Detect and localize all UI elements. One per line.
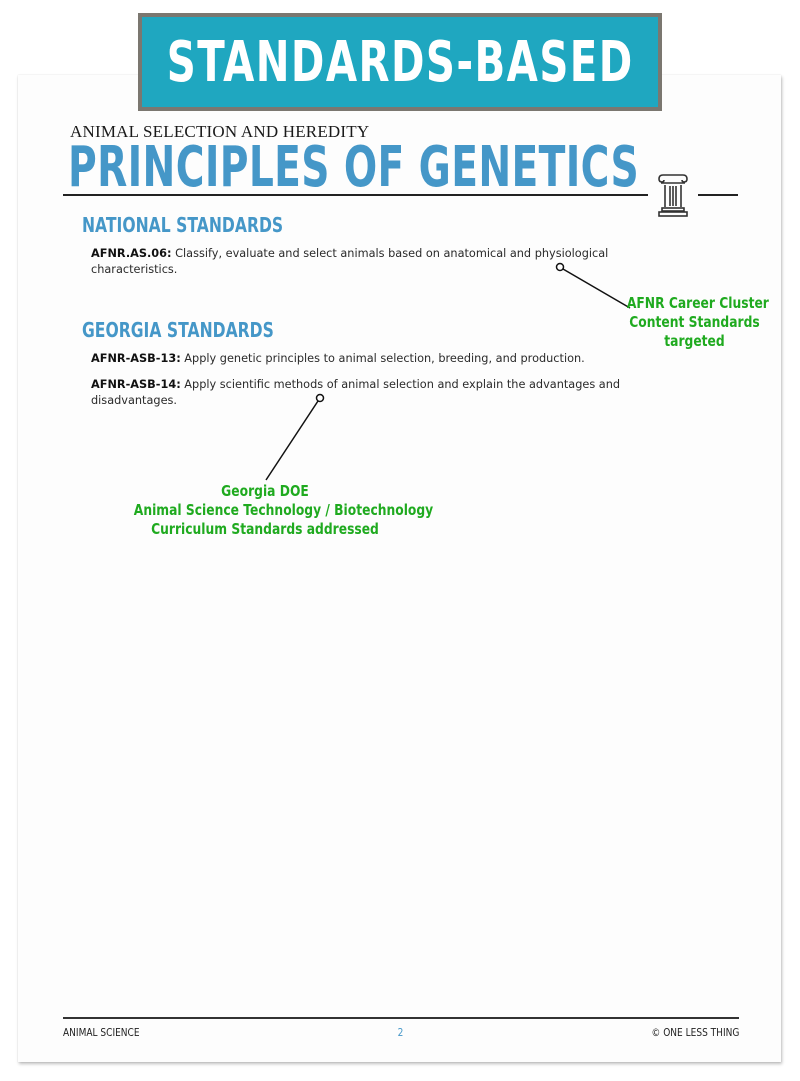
title-divider-right xyxy=(698,194,738,196)
document-page xyxy=(18,75,781,1062)
page-number: 2 xyxy=(397,1026,404,1039)
standard-item: AFNR.AS.06: Classify, evaluate and selec… xyxy=(91,246,661,278)
footer-divider xyxy=(63,1017,739,1019)
georgia-doe-callout: Georgia DOE Animal Science Technology / … xyxy=(133,482,434,538)
footer-course-name: ANIMAL SCIENCE xyxy=(63,1026,140,1039)
standards-based-banner: STANDARDS-BASED xyxy=(138,13,662,111)
standard-code: AFNR-ASB-13: xyxy=(91,352,181,365)
footer-copyright: © ONE LESS THING xyxy=(650,1026,739,1039)
banner-label: STANDARDS-BASED xyxy=(166,29,634,95)
standard-code: AFNR-ASB-14: xyxy=(91,378,181,391)
unit-subtitle: ANIMAL SELECTION AND HEREDITY xyxy=(70,122,370,141)
page-title: PRINCIPLES OF GENETICS xyxy=(68,135,640,200)
standard-code: AFNR.AS.06: xyxy=(91,247,172,260)
national-standards-heading: NATIONAL STANDARDS xyxy=(82,213,284,237)
georgia-standards-heading: GEORGIA STANDARDS xyxy=(82,318,274,342)
standard-item: AFNR-ASB-13: Apply genetic principles to… xyxy=(91,351,661,367)
standard-text: Apply genetic principles to animal selec… xyxy=(180,352,585,365)
standard-text: Apply scientific methods of animal selec… xyxy=(91,378,621,407)
standard-text: Classify, evaluate and select animals ba… xyxy=(91,247,609,276)
afnr-callout: AFNR Career Cluster Content Standards ta… xyxy=(626,294,769,350)
pillar-icon xyxy=(658,174,688,217)
title-divider-left xyxy=(63,194,648,196)
standard-item: AFNR-ASB-14: Apply scientific methods of… xyxy=(91,377,661,409)
